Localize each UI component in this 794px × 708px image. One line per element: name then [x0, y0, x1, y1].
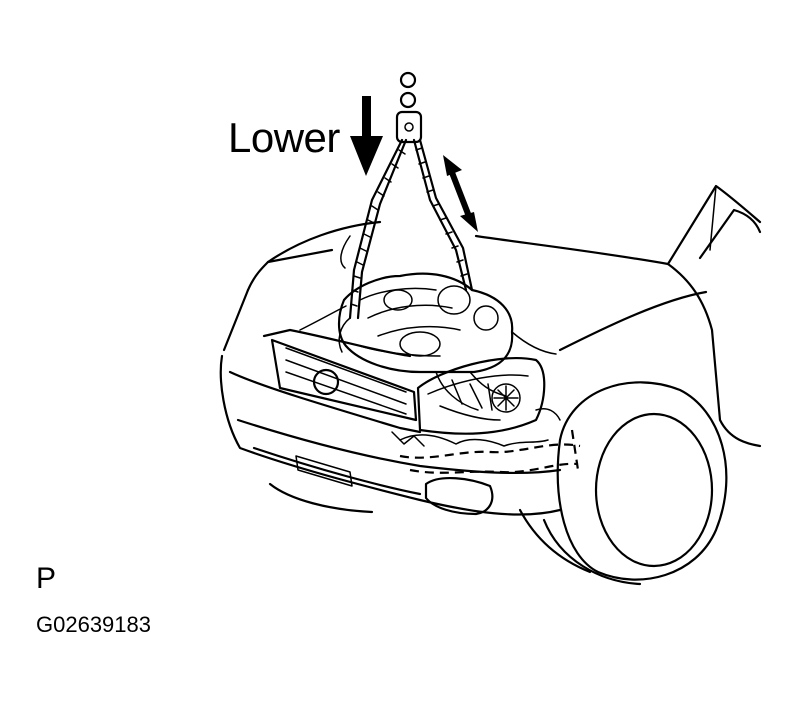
view-letter-label: P: [36, 562, 57, 595]
vehicle-hood: [266, 220, 670, 269]
up-down-arrow-icon: [443, 155, 478, 232]
hoist-hook: [395, 71, 423, 144]
lifting-chain-right: [412, 138, 474, 292]
vehicle-body: [219, 184, 762, 516]
lower-label: Lower: [228, 114, 340, 161]
lifting-chain-left: [348, 138, 408, 320]
lower-arrow-icon: [350, 96, 383, 176]
front-wheel: [518, 381, 728, 586]
wiring-harness: [391, 408, 561, 447]
figure-code-label: G02639183: [36, 612, 151, 637]
engine-assembly: [299, 272, 557, 421]
